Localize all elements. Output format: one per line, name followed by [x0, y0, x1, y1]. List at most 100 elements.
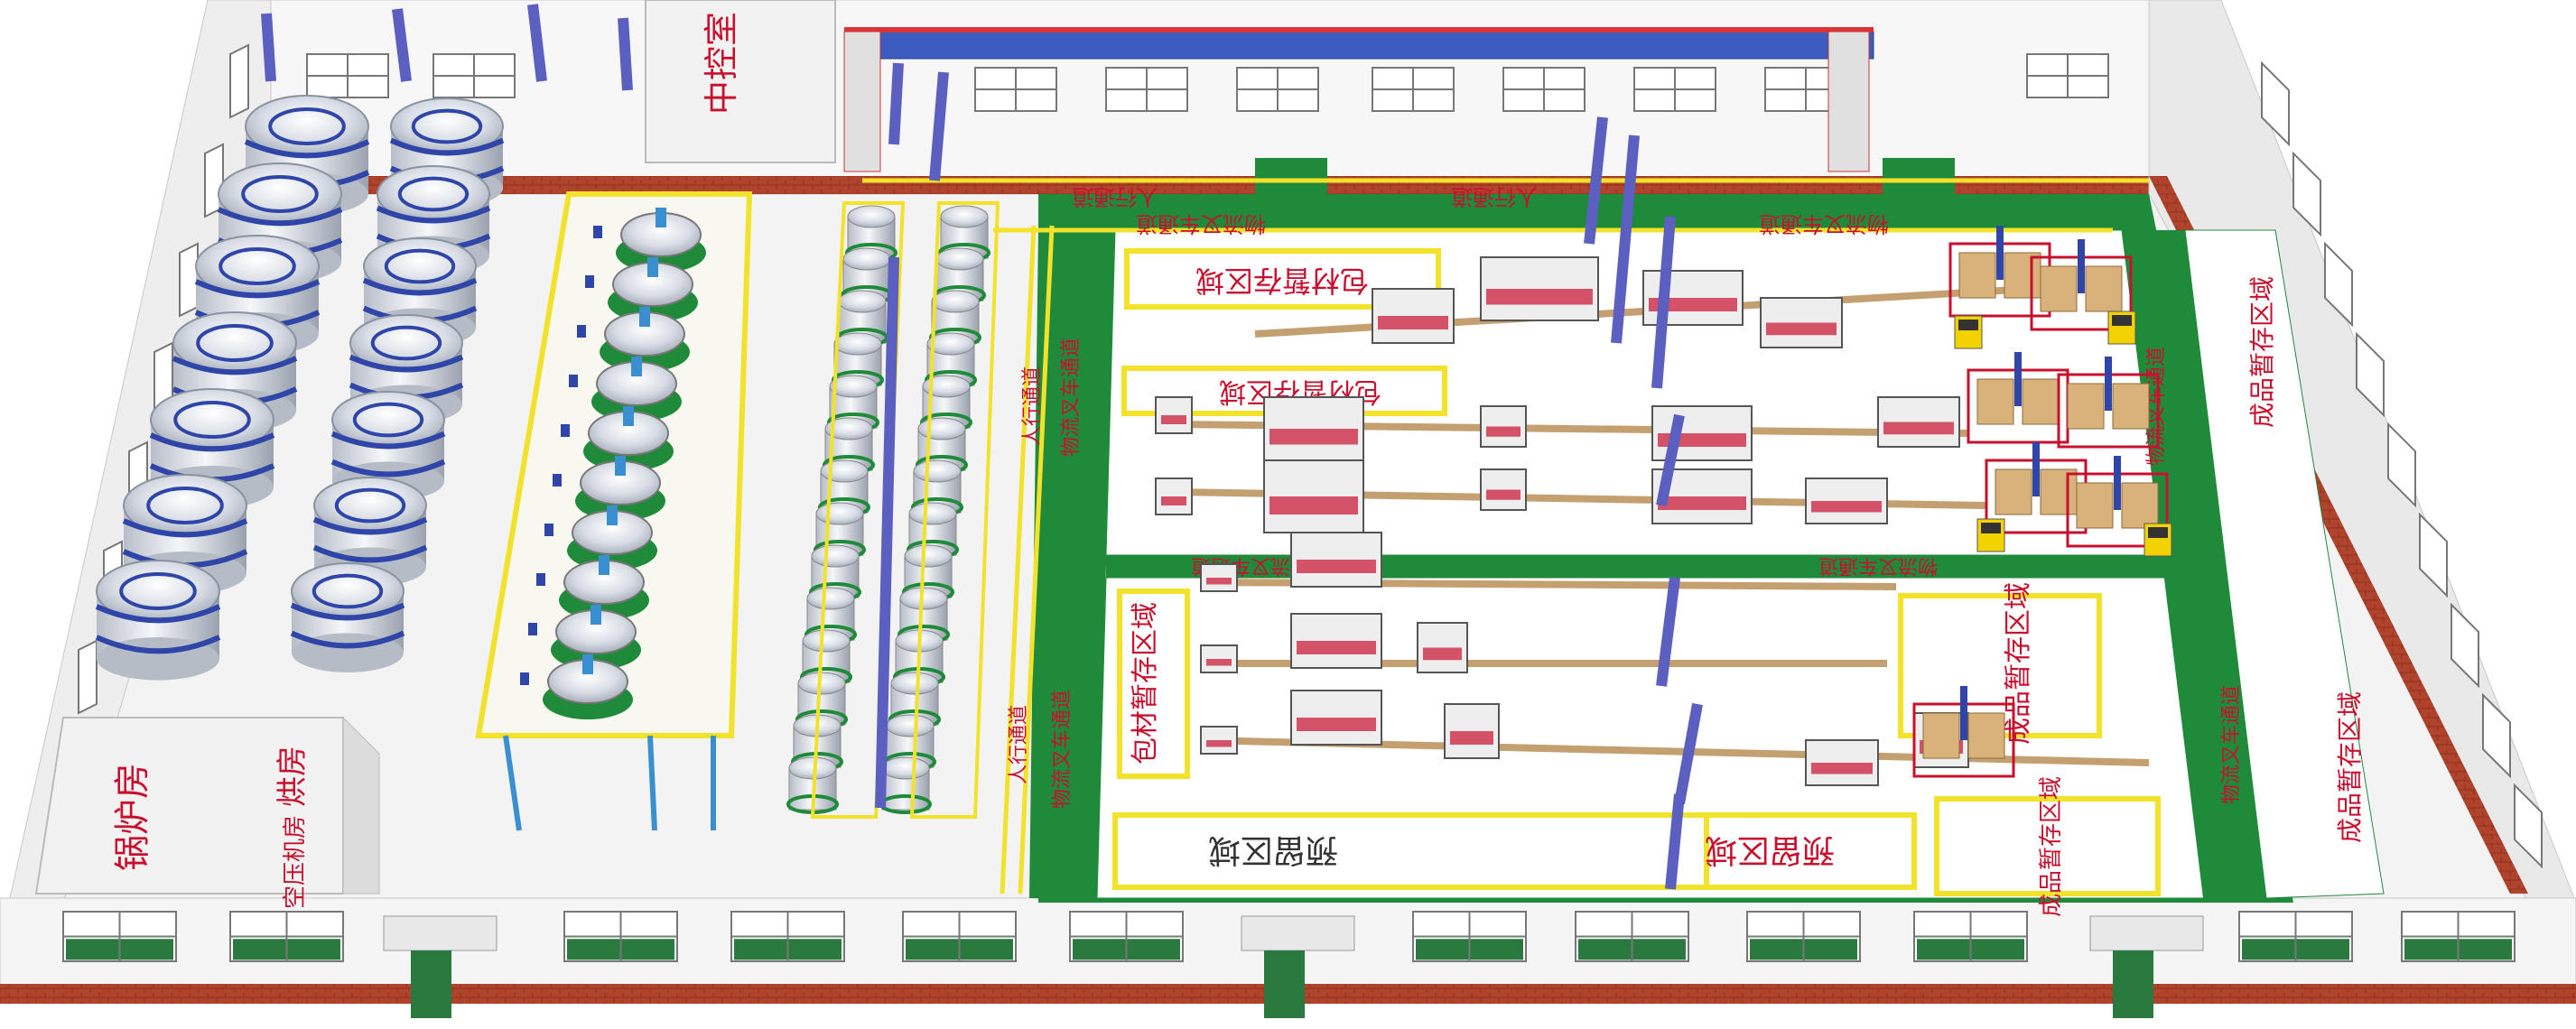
window — [78, 639, 98, 715]
window — [2450, 602, 2479, 689]
window — [432, 53, 516, 98]
forklifts — [1954, 311, 2172, 557]
reactor-icon — [561, 406, 674, 471]
filling-machine-icon — [1263, 396, 1364, 461]
filling-machine-icon — [1805, 477, 1888, 524]
filling-machine-icon — [1651, 405, 1753, 461]
zone-packaging-3: 包材暂存区域 — [1117, 589, 1190, 779]
structural-column — [1656, 577, 1680, 687]
storage-tank-icon — [290, 562, 405, 672]
filling-machine-icon — [1200, 726, 1238, 755]
storage-tank-icon — [312, 477, 428, 587]
boiler-room-label: 锅炉房 — [112, 763, 153, 871]
window — [62, 911, 177, 962]
zone-reserve-2: 预留区域 — [1704, 812, 1917, 890]
window — [2482, 692, 2511, 779]
tall-tank-columns — [786, 201, 1000, 819]
door[interactable] — [383, 915, 498, 1018]
window — [2356, 331, 2385, 418]
window — [229, 43, 249, 119]
compressor-room-label: 空压机房 — [282, 815, 309, 909]
structural-column — [929, 71, 949, 181]
reactor-icon — [553, 456, 665, 521]
structural-column — [875, 256, 899, 809]
filling-machine-icon — [1290, 613, 1382, 669]
window — [902, 911, 1017, 962]
storage-tank-array — [95, 95, 505, 681]
structural-column — [888, 62, 904, 145]
window — [2026, 53, 2109, 98]
forklift-icon — [2144, 523, 2172, 557]
filling-machine-icon — [1417, 622, 1468, 673]
window — [974, 67, 1057, 112]
utility-rooms: 锅炉房 烘房 空压机房 — [34, 716, 380, 909]
forklift-channel-label: 物流叉车通道 — [2220, 685, 2243, 804]
window — [2419, 512, 2448, 598]
zone-finished-2: 成品暂存区域 — [1934, 776, 2161, 917]
front-doors — [383, 915, 2204, 1018]
mezzanine-platform — [843, 27, 1874, 172]
structural-column — [1665, 793, 1685, 890]
forklift-icon — [2107, 311, 2136, 345]
window — [1633, 67, 1716, 112]
front-wall-windows — [62, 911, 2516, 962]
zone-label: 成品暂存区域 — [2003, 582, 2034, 745]
reactor-row — [520, 208, 706, 719]
reactor-icon — [544, 505, 657, 570]
reactor-icon — [585, 257, 698, 322]
palletizer-robot-icon — [2066, 456, 2169, 548]
window — [306, 53, 389, 98]
reactor-icon — [577, 307, 690, 372]
structural-columns — [261, 4, 1703, 890]
window — [1913, 911, 2028, 962]
control-room: 中控室 — [645, 0, 836, 163]
window — [1746, 911, 1861, 962]
door[interactable] — [2089, 915, 2204, 1018]
window — [563, 911, 678, 962]
filling-machine-icon — [1444, 703, 1500, 759]
window — [1575, 911, 1689, 962]
structural-column — [1674, 702, 1703, 805]
bake-room-label: 烘房 — [274, 746, 311, 807]
filling-machine-icon — [1372, 288, 1455, 344]
forklift-icon — [1954, 315, 1983, 349]
structural-column — [261, 13, 276, 82]
structural-column — [1656, 413, 1685, 507]
walkway-label: 人行通道 — [1072, 184, 1158, 209]
filling-machine-icon — [1263, 459, 1364, 533]
window — [229, 911, 344, 962]
mixing-tank-icon — [879, 756, 932, 814]
palletizer-robot-icon — [1912, 686, 2015, 778]
right-wall-windows — [2261, 60, 2543, 869]
zone-label: 包材暂存区域 — [1130, 602, 1161, 765]
structural-column — [392, 8, 412, 82]
filling-machine-icon — [1760, 297, 1843, 348]
walkway-label: 人行通道 — [1451, 184, 1538, 209]
filling-machine-icon — [1805, 739, 1879, 786]
window — [179, 242, 199, 318]
walkway-label: 人行通道 — [1008, 705, 1030, 784]
structural-column — [527, 4, 547, 82]
filling-machine-icon — [1200, 563, 1238, 592]
window — [1372, 67, 1455, 112]
filling-machine-icon — [1480, 405, 1527, 448]
filling-machine-icon — [1480, 256, 1599, 321]
mixing-tank-icon — [888, 672, 941, 729]
walkway-label: 人行通道 — [1021, 366, 1044, 446]
palletizer-robot-icon — [1948, 226, 2051, 318]
reactor-icon — [536, 555, 649, 620]
window — [1069, 911, 1184, 962]
palletizer-cells — [1912, 226, 2169, 778]
structural-column — [1611, 134, 1640, 344]
walkway-lines — [862, 178, 2149, 895]
filling-machine-icon — [1290, 690, 1382, 746]
structural-column — [1584, 116, 1608, 245]
structural-column — [1651, 216, 1676, 389]
zone-label: 预留区域 — [1705, 831, 1835, 868]
filling-machine-icon — [1290, 532, 1382, 588]
window — [2514, 783, 2543, 869]
filling-machine-icon — [1877, 396, 1960, 448]
zone-label: 成品暂存区域 — [2038, 776, 2065, 917]
door[interactable] — [1241, 915, 1355, 1018]
palletizer-robot-icon — [2030, 239, 2133, 331]
